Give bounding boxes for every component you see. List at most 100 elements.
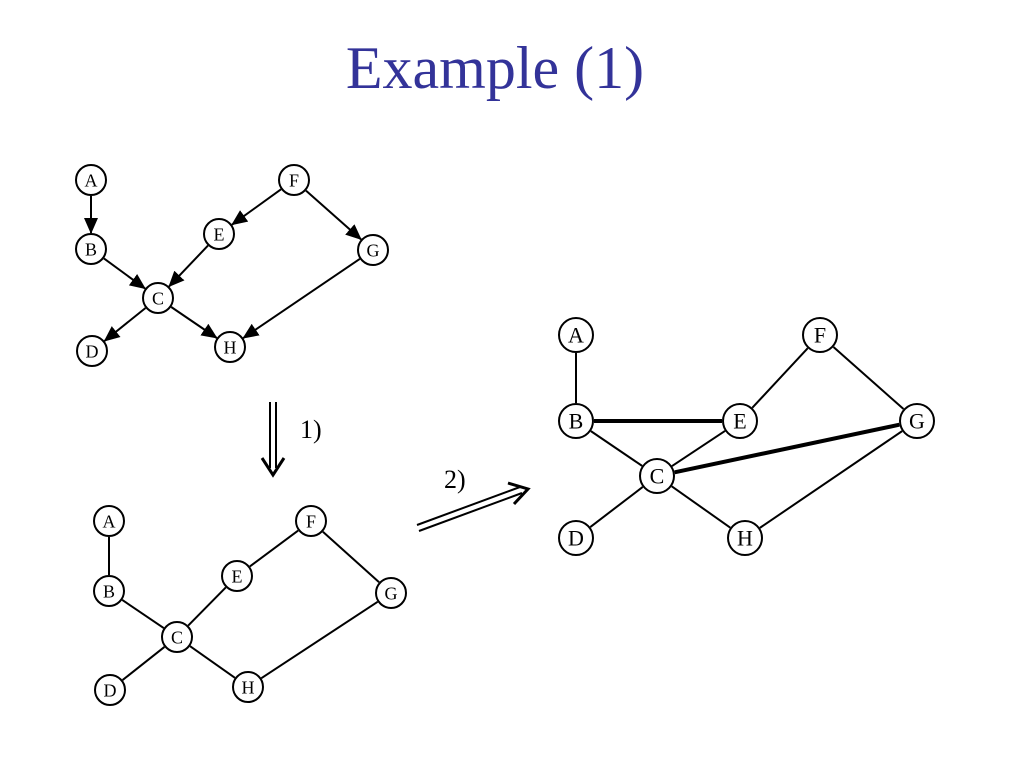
- node-c: C: [142, 282, 174, 314]
- node-circle: [278, 164, 310, 196]
- moralized-graph: A B C D E F G H: [558, 317, 935, 556]
- node-label: G: [385, 583, 398, 603]
- node-circle: [94, 674, 126, 706]
- edge-b-c: [590, 430, 643, 467]
- node-f: F: [295, 505, 327, 537]
- node-label: B: [85, 239, 97, 259]
- edge-f-g: [305, 189, 362, 241]
- node-e: E: [203, 218, 235, 250]
- node-a: A: [93, 505, 125, 537]
- node-circle: [203, 218, 235, 250]
- node-label: C: [171, 627, 183, 647]
- node-label: E: [232, 566, 243, 586]
- step2-arrow-shaft-upper: [416, 486, 521, 526]
- edge-b-c: [103, 257, 146, 290]
- node-d: D: [558, 520, 594, 556]
- edge-f-e: [231, 188, 282, 226]
- node-label: E: [214, 224, 225, 244]
- edge-g-h: [260, 600, 379, 680]
- node-circle: [558, 520, 594, 556]
- node-circle: [93, 575, 125, 607]
- node-label: C: [650, 464, 665, 489]
- edge-f-g: [322, 530, 380, 584]
- node-label: D: [104, 680, 117, 700]
- node-label: A: [103, 511, 116, 531]
- step1-label: 1): [300, 415, 322, 444]
- edge-c-h: [671, 485, 731, 529]
- edge-e-f: [249, 529, 299, 568]
- node-label: D: [86, 341, 99, 361]
- edge-c-d: [121, 646, 166, 681]
- node-label: F: [814, 323, 826, 348]
- node-b: B: [558, 403, 594, 439]
- node-e: E: [722, 403, 758, 439]
- step1-arrow: [260, 402, 286, 478]
- node-circle: [221, 560, 253, 592]
- node-g: G: [899, 403, 935, 439]
- edge-e-f: [751, 347, 809, 409]
- node-circle: [722, 403, 758, 439]
- node-circle: [375, 577, 407, 609]
- node-circle: [727, 520, 763, 556]
- node-circle: [142, 282, 174, 314]
- node-circle: [295, 505, 327, 537]
- edge-c-h: [170, 306, 218, 339]
- node-circle: [802, 317, 838, 353]
- edge-e-c: [168, 244, 209, 288]
- node-circle: [639, 458, 675, 494]
- node-label: E: [733, 409, 746, 434]
- node-label: H: [737, 526, 753, 551]
- node-circle: [558, 317, 594, 353]
- step1-arrow-head: [260, 457, 286, 478]
- node-circle: [899, 403, 935, 439]
- node-b: B: [75, 233, 107, 265]
- node-f: F: [802, 317, 838, 353]
- node-a: A: [558, 317, 594, 353]
- node-g: G: [357, 234, 389, 266]
- node-g: G: [375, 577, 407, 609]
- step2-arrow-head: [507, 481, 531, 506]
- node-d: D: [76, 335, 108, 367]
- undirected-skeleton-graph: A B C D E F G H: [93, 505, 407, 706]
- node-circle: [76, 335, 108, 367]
- step2-arrow-shaft-lower: [418, 492, 523, 532]
- edge-f-g: [832, 346, 905, 410]
- slide-title: Example (1): [345, 35, 645, 101]
- node-h: H: [232, 671, 264, 703]
- node-label: C: [152, 288, 164, 308]
- directed-graph: A B C D E F G H: [75, 164, 389, 367]
- node-label: D: [568, 526, 584, 551]
- node-label: A: [85, 170, 98, 190]
- node-a: A: [75, 164, 107, 196]
- node-c: C: [161, 621, 193, 653]
- node-label: H: [224, 337, 237, 357]
- node-circle: [93, 505, 125, 537]
- edge-g-h: [759, 430, 903, 529]
- node-b: B: [93, 575, 125, 607]
- node-circle: [357, 234, 389, 266]
- node-h: H: [727, 520, 763, 556]
- node-label: G: [909, 409, 925, 434]
- node-circle: [232, 671, 264, 703]
- node-label: A: [568, 323, 584, 348]
- node-d: D: [94, 674, 126, 706]
- step2-label: 2): [444, 465, 466, 494]
- node-label: G: [367, 240, 380, 260]
- node-label: B: [569, 409, 584, 434]
- node-c: C: [639, 458, 675, 494]
- node-label: F: [289, 170, 299, 190]
- node-circle: [161, 621, 193, 653]
- step2-arrow: [416, 481, 531, 532]
- node-e: E: [221, 560, 253, 592]
- node-circle: [214, 331, 246, 363]
- edge-c-e: [671, 430, 726, 467]
- edge-c-d: [103, 307, 147, 342]
- edge-c-h: [189, 645, 236, 679]
- node-label: F: [306, 511, 316, 531]
- edge-b-c: [121, 599, 165, 629]
- node-h: H: [214, 331, 246, 363]
- node-label: H: [242, 677, 255, 697]
- edge-g-h: [242, 258, 361, 339]
- node-circle: [75, 164, 107, 196]
